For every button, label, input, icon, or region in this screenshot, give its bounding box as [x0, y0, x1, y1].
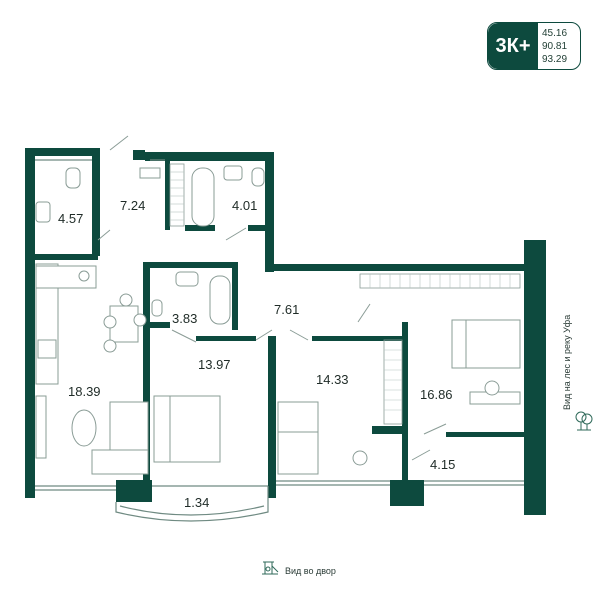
room-area-bedroom-1: 13.97 [198, 357, 231, 372]
room-area-bath-top: 4.01 [232, 198, 258, 213]
area-summary: 45.16 90.81 93.29 [542, 27, 567, 66]
room-area-corridor: 7.61 [274, 302, 300, 317]
room-area-closet: 4.15 [430, 457, 456, 472]
room-area-hall: 7.24 [120, 198, 146, 213]
room-area-bedroom-3: 16.86 [420, 387, 453, 402]
walls [25, 148, 546, 515]
view-label-bottom: Вид во двор [285, 566, 336, 576]
playground-icon [262, 561, 279, 575]
area-total: 90.81 [542, 41, 568, 52]
room-area-bath-mid: 3.83 [172, 311, 198, 326]
fixtures [35, 165, 521, 475]
trees-icon [575, 411, 593, 431]
wardrobe-hatch [170, 171, 511, 411]
room-area-kitchen: 18.39 [68, 384, 101, 399]
view-label-side: Вид на лес и реку Уфа [562, 314, 572, 410]
area-with-balcony: 93.29 [542, 54, 568, 65]
room-area-bedroom-2: 14.33 [316, 372, 349, 387]
area-living: 45.16 [542, 28, 568, 39]
windows [35, 159, 524, 522]
room-area-balcony: 1.34 [184, 495, 210, 510]
apartment-badge: 3К+ 45.16 90.81 93.29 [487, 22, 581, 70]
room-area-bath-left: 4.57 [58, 211, 84, 226]
doors [97, 135, 447, 461]
apartment-type: 3К+ [488, 23, 538, 69]
